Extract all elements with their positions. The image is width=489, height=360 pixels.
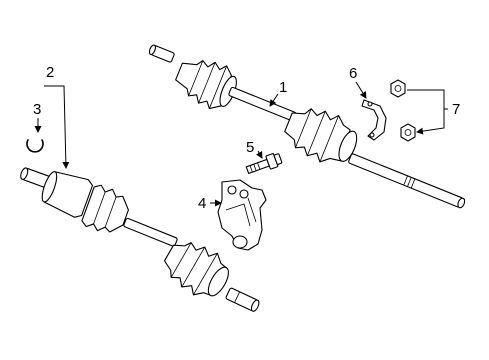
callout-6: 6: [349, 65, 357, 82]
nut-lower: [400, 123, 416, 142]
callout-1: 1: [279, 79, 287, 96]
callout-2: 2: [46, 64, 54, 81]
leader-lines: [34, 81, 448, 207]
bolt: [245, 153, 283, 175]
callout-5: 5: [246, 139, 254, 156]
callout-7: 7: [452, 101, 460, 118]
axle-shaft-left: [20, 167, 260, 312]
axle-shaft-right: [148, 44, 466, 209]
support-bracket: [217, 179, 267, 251]
callout-4: 4: [198, 195, 206, 212]
callout-3: 3: [33, 101, 41, 118]
snap-ring: [26, 139, 44, 153]
nut-upper: [390, 79, 406, 98]
strap-bracket: [361, 99, 387, 141]
